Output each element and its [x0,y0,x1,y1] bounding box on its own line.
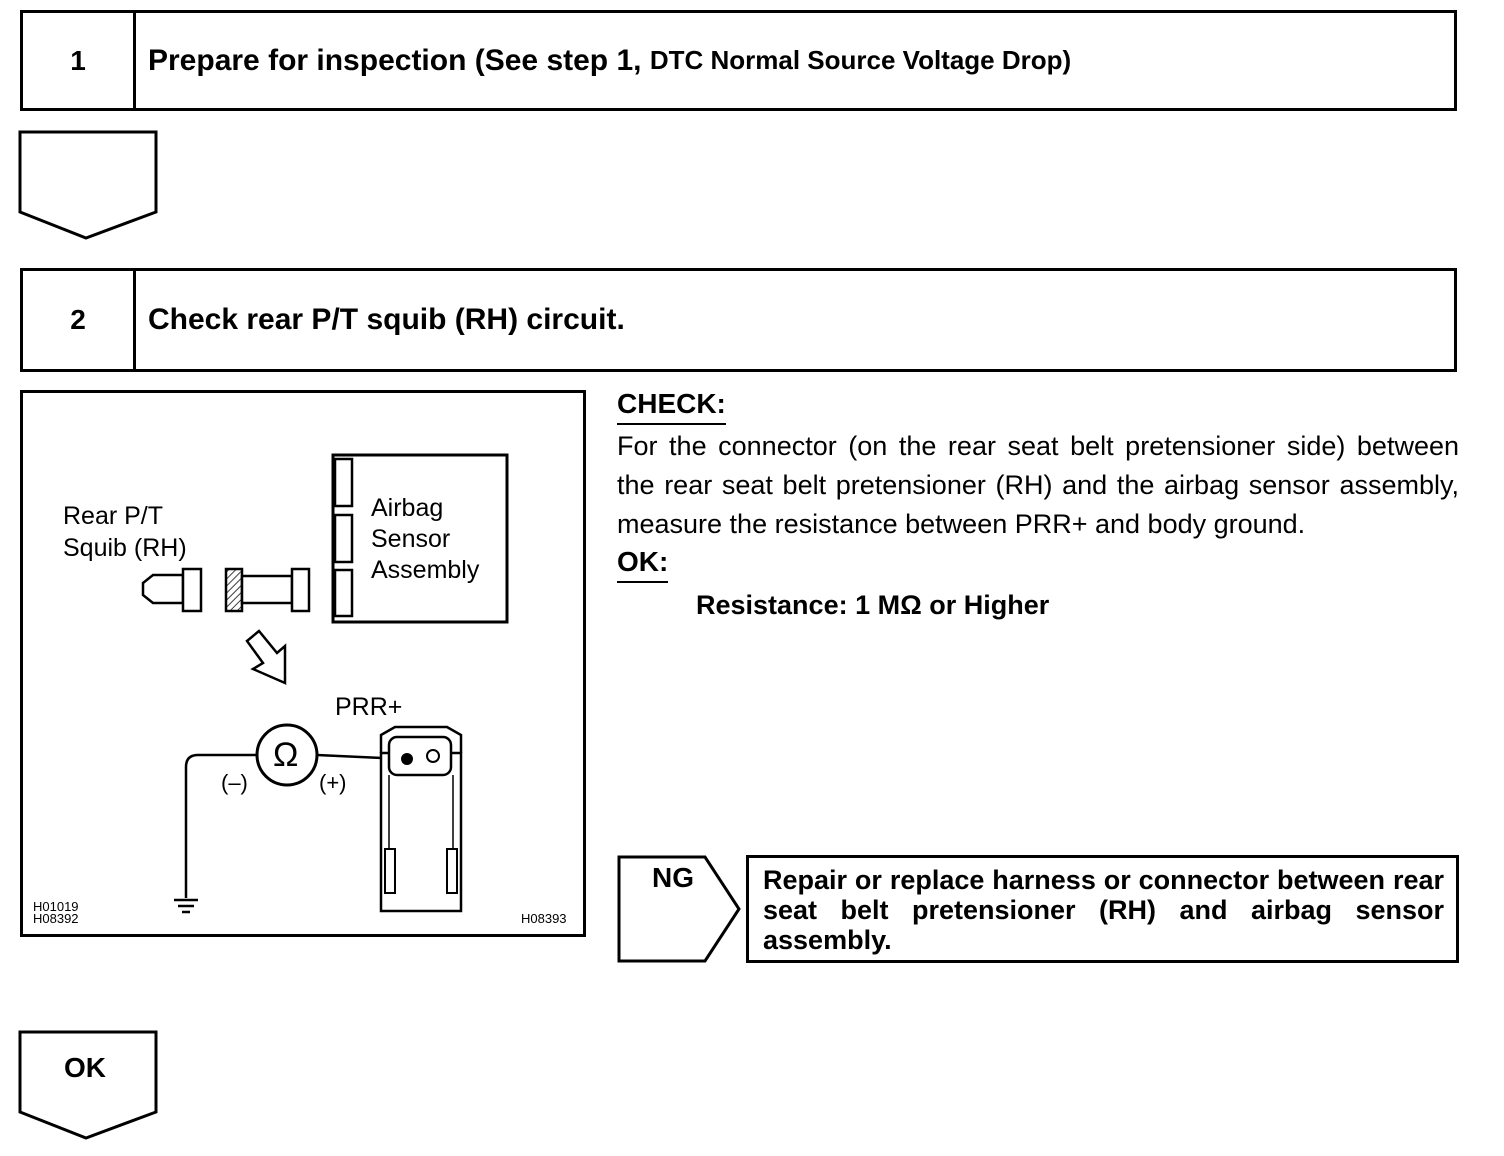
step-2-box: 2 Check rear P/T squib (RH) circuit. [20,268,1457,372]
label-positive: (+) [319,770,347,795]
ng-action-box: Repair or replace harness or connector b… [746,855,1459,963]
label-rear-pt-squib-1: Rear P/T [63,502,164,530]
diagram-drawing [141,453,509,914]
check-heading: CHECK: [617,386,726,425]
ng-label: NG [652,862,694,893]
figure-code-right: H08393 [521,911,567,926]
harness-connector-end [290,567,311,613]
step-1-box: 1 Prepare for inspection (See step 1, DT… [20,10,1457,111]
sensor-connector-slot [333,457,354,508]
step-1-title-ref: DTC Normal Source Voltage Drop) [649,45,1072,75]
ok-flow-arrow [18,1030,158,1140]
step-2-number: 2 [23,271,136,369]
airbag-sensor-assembly-box [331,453,509,624]
label-airbag-sensor-3: Assembly [371,556,480,584]
figure-code-left-2: H08392 [33,911,79,926]
prr-connector-face [387,735,453,777]
ohm-symbol: Ω [273,736,299,774]
check-text: For the connector (on the rear seat belt… [617,431,1459,539]
step-1-number: 1 [23,13,136,108]
squib-connector [141,573,185,605]
direction-arrow-icon [245,629,287,685]
ng-arrow-box [617,855,741,963]
prr-terminal-pin [401,753,413,765]
ok-heading: OK: [617,544,669,583]
harness-connector-hatched [224,567,244,613]
figure-code-left-1: H01019 [33,899,79,914]
flow-arrow-step1 [18,130,158,240]
label-rear-pt-squib-2: Squib (RH) [63,534,187,562]
label-prr-terminal: PRR+ [335,693,403,721]
terminal-pin [426,749,440,763]
sensor-connector-slot [333,568,354,618]
label-negative: (–) [221,770,248,795]
step-2-title: Check rear P/T squib (RH) circuit. [148,303,625,336]
prr-connector-top [379,725,463,753]
squib-connector-flange [181,567,203,613]
step-1-title-main: Prepare for inspection (See step 1, [148,43,650,77]
inspection-diagram: Rear P/T Squib (RH) Airbag Sensor Assemb… [20,390,586,937]
check-section: CHECK: For the connector (on the rear se… [617,386,1459,625]
prr-connector-body [379,751,463,913]
resistance-spec: Resistance: 1 MΩ or Higher [696,590,1050,620]
step-1-title: Prepare for inspection (See step 1, DTC … [136,13,1071,108]
label-airbag-sensor-2: Sensor [371,525,451,553]
sensor-connector-slot [333,513,354,564]
label-airbag-sensor-1: Airbag [371,494,444,522]
harness-connector-body [240,574,294,605]
ok-label: OK [64,1052,106,1083]
negative-lead-wire [184,753,257,898]
